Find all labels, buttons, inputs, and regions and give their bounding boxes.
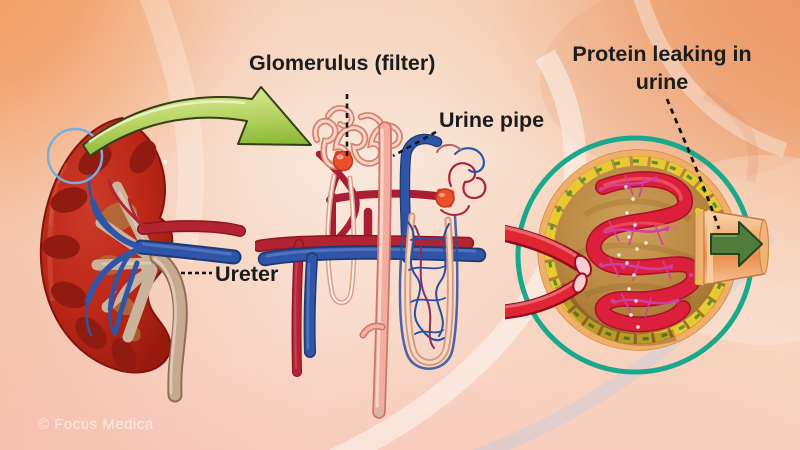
urine-pipe-leader-line — [392, 130, 437, 158]
kidney-illustration — [39, 116, 246, 403]
afferent-vessels — [505, 224, 593, 320]
podocyte-mesh — [598, 174, 694, 318]
capillary-coils — [585, 171, 702, 333]
protein-dots — [617, 185, 648, 329]
collecting-duct — [359, 121, 392, 419]
highlight-circle-icon — [46, 127, 104, 185]
glomerulus-right — [435, 188, 455, 208]
loop-of-henle — [325, 173, 357, 306]
renal-vein — [133, 239, 242, 265]
watermark: © Focus Medica — [38, 416, 154, 433]
nephron-illustration — [255, 105, 487, 419]
ureter-tube — [149, 249, 188, 403]
flow-arrow-icon — [710, 221, 763, 267]
sparkle-dot — [163, 160, 167, 164]
kidney-vessel-branches — [85, 173, 144, 337]
peritubular-capillaries — [398, 212, 459, 370]
protein-leader-line — [665, 98, 721, 230]
glomerulus-left — [332, 150, 354, 172]
glomerulus-inset — [505, 135, 770, 375]
ureter-label: Ureter — [215, 262, 279, 286]
zoom-arrow-icon — [82, 86, 312, 157]
renal-pyramids — [42, 140, 157, 373]
venule-upper-branch — [399, 133, 443, 264]
distal-tubule-squiggle — [436, 144, 487, 216]
proximal-tubule-squiggle — [312, 105, 403, 170]
urine-pipe-label: Urine pipe — [439, 108, 545, 132]
protein-leaking-label: Protein leaking in urine — [572, 42, 752, 94]
glomerulus-label: Glomerulus (filter) — [249, 51, 436, 75]
